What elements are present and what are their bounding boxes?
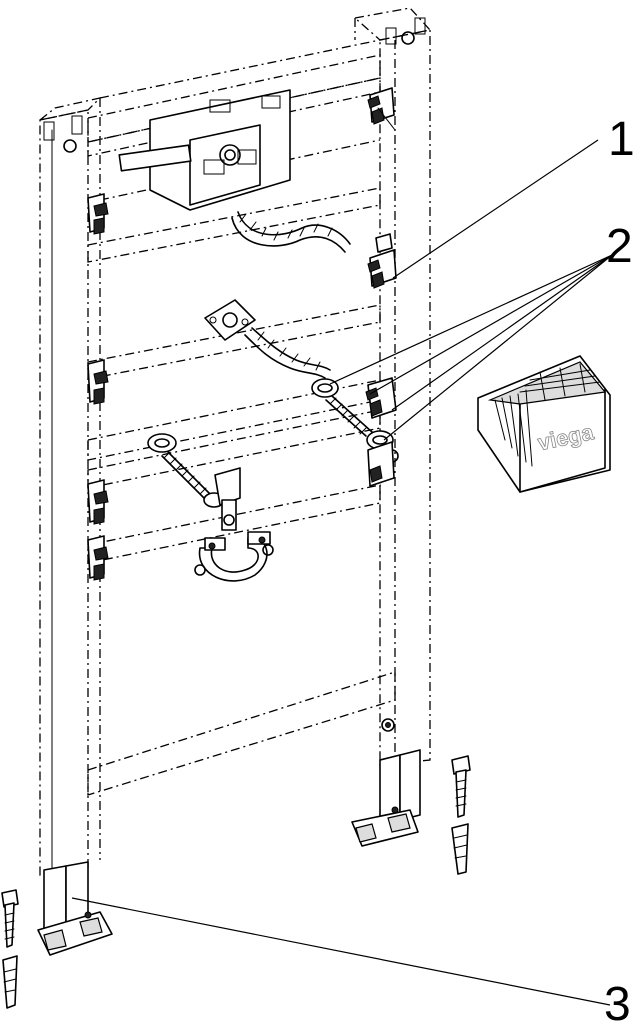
foot-left	[37, 861, 113, 956]
cross-rails	[87, 139, 396, 796]
clip-right-mid	[367, 233, 397, 289]
screw-right	[451, 755, 471, 818]
callout-1: 1	[608, 113, 635, 166]
adjust-bolt	[381, 718, 395, 732]
flex-hose-upper	[231, 211, 351, 253]
callout-2: 2	[606, 220, 633, 273]
clip-left-2	[87, 359, 109, 405]
anchor-right	[451, 823, 469, 875]
clip-right-top	[367, 87, 396, 131]
clip-left-4	[87, 535, 109, 581]
callout-3: 3	[604, 978, 631, 1024]
pipe-clamp	[194, 467, 274, 582]
flush-valve-bracket	[118, 89, 291, 211]
flex-hose-lower	[204, 299, 331, 379]
foot-right	[351, 749, 421, 847]
clip-right-low	[365, 377, 397, 487]
screw-left	[1, 889, 19, 948]
leader-lines	[71, 139, 613, 1006]
anchor-left	[2, 955, 18, 1009]
clip-left-1	[87, 193, 109, 235]
clip-left-3	[87, 479, 109, 525]
sealing-box-icon: viega	[477, 355, 611, 493]
right-upright	[353, 7, 432, 766]
